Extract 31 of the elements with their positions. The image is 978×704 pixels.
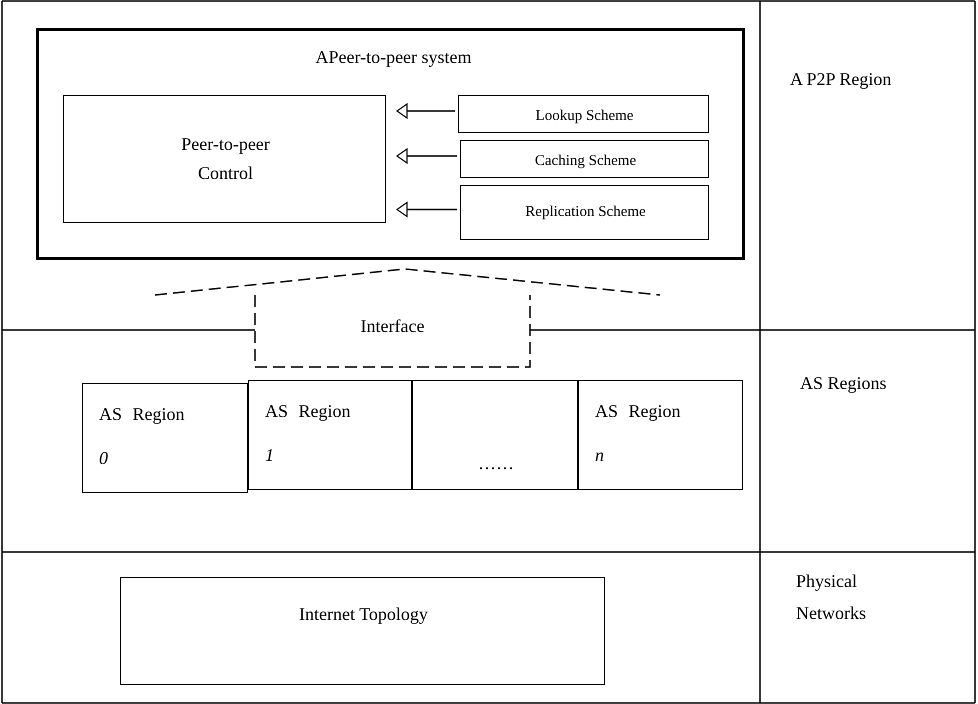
interface-shape [155, 268, 660, 368]
layer-box [82, 383, 248, 493]
box-label: Interface [360, 315, 426, 338]
layer-box [36, 28, 745, 260]
region-index: n [595, 445, 604, 466]
box-label: AS Region [265, 401, 351, 422]
layer-box [578, 380, 743, 490]
layer-box [63, 95, 386, 223]
layer-box [412, 380, 578, 490]
layer-box [120, 577, 605, 685]
box-label: …… [477, 452, 515, 475]
region-index: 1 [265, 445, 274, 466]
region-index: 0 [99, 448, 108, 469]
layer-label: A P2P Region [790, 68, 892, 91]
box-label: Caching Scheme [534, 152, 638, 171]
hollow-arrow [396, 148, 457, 164]
box-label: AS Region [595, 401, 681, 422]
hollow-arrow [396, 202, 457, 218]
box-label: Peer-to-peer Control [180, 133, 271, 185]
scheme-box [460, 140, 709, 178]
layer-label: AS Regions [800, 372, 888, 395]
hollow-arrow [396, 103, 455, 119]
box-label: AS Region [99, 404, 185, 425]
layer-box [248, 380, 412, 490]
box-label: Replication Scheme [524, 203, 647, 222]
box-label: Lookup Scheme [534, 107, 634, 126]
scheme-box [458, 95, 709, 133]
layer-label: Physical Networks [796, 570, 867, 624]
box-label: Internet Topology [298, 603, 429, 626]
box-label: APeer-to-peer system [314, 46, 473, 69]
scheme-box [460, 185, 709, 240]
